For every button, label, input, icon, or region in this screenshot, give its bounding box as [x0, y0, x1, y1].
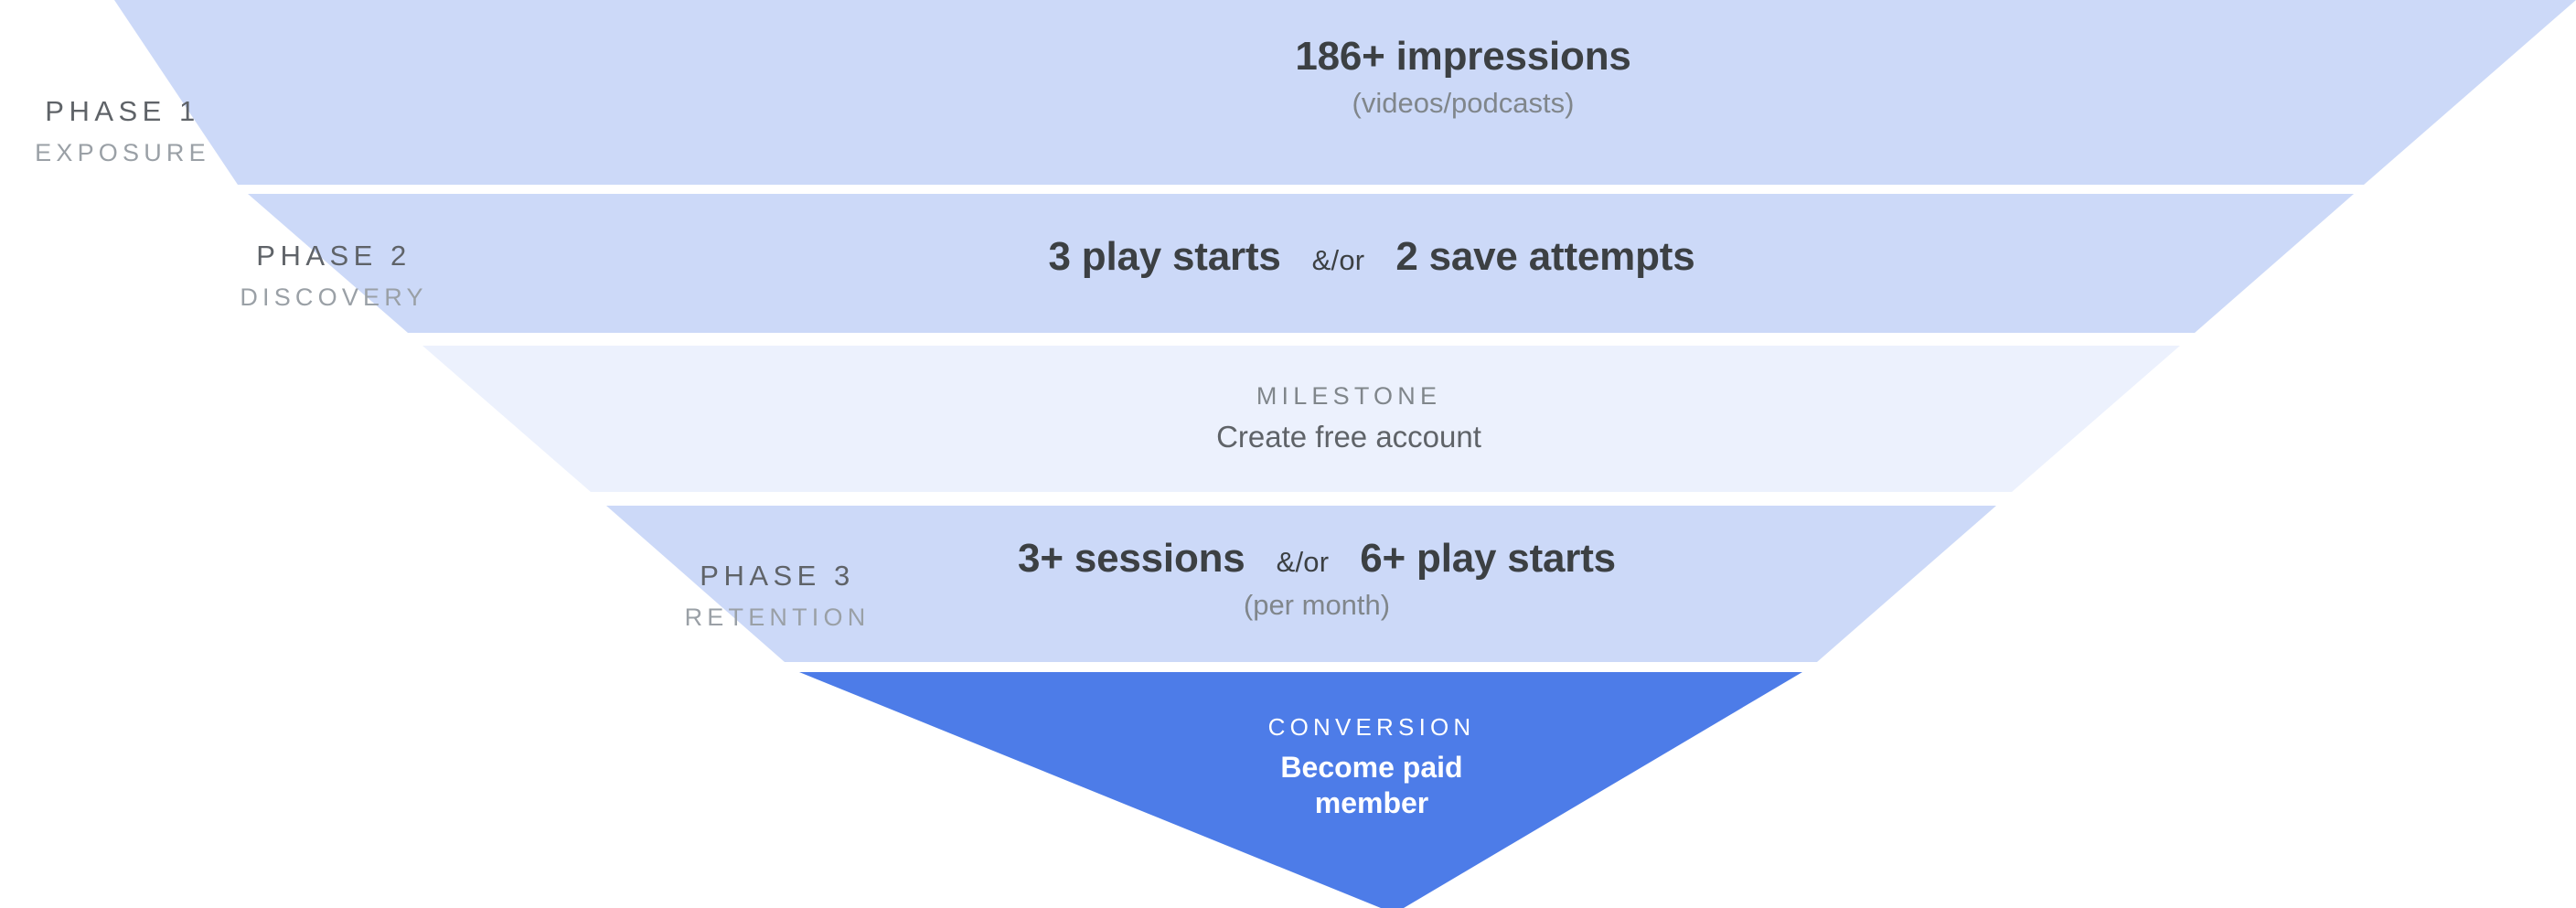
funnel-band-retention	[606, 506, 1996, 662]
funnel-band-conversion	[799, 672, 1802, 908]
funnel-band-milestone	[422, 346, 2180, 492]
funnel-band-exposure	[114, 0, 2576, 185]
funnel-band-discovery	[248, 194, 2354, 333]
